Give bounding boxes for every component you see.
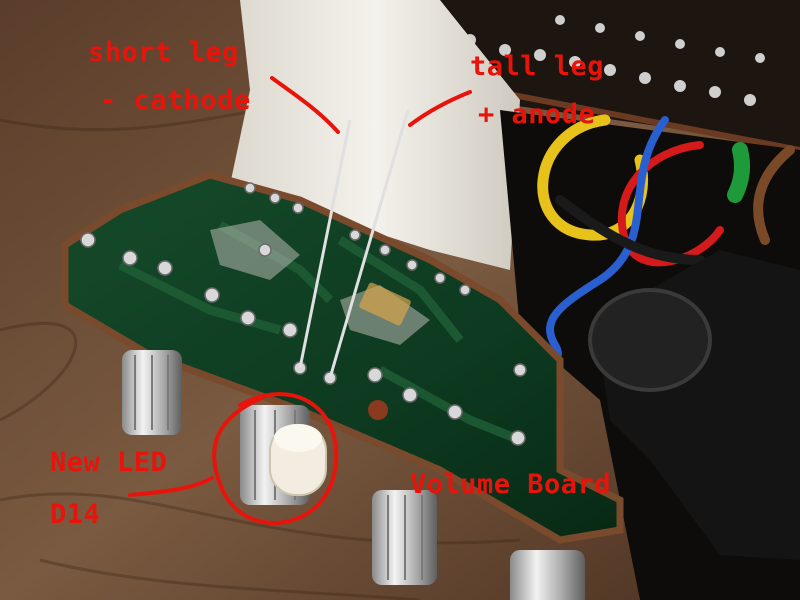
led-circle (212, 392, 339, 525)
label-anode: + anode (478, 99, 596, 130)
label-tall-leg: tall leg (470, 51, 605, 82)
pcb-orange-pad (368, 400, 388, 420)
label-short-leg: short leg (88, 37, 239, 68)
wire-black (555, 195, 705, 265)
led-tall-leg (328, 109, 410, 379)
label-cathode: - cathode (100, 85, 251, 116)
pointer-tall-leg (408, 90, 472, 127)
wire-green (727, 142, 751, 203)
label-new-led: New LED (50, 447, 168, 478)
pointer-short-leg (270, 76, 340, 134)
pcb-pad-large-1 (210, 220, 300, 280)
annotation-marks (128, 76, 472, 525)
led-short-leg (298, 119, 352, 369)
new-led-d14 (269, 424, 327, 496)
label-d14: D14 (50, 499, 101, 530)
wire-brown (753, 145, 795, 245)
smd-component (359, 282, 411, 326)
label-volume-board: Volume Board (410, 469, 612, 500)
top-board-solder-pins (464, 15, 765, 106)
jack-connector-ring (588, 288, 712, 392)
pointer-new-led (128, 476, 214, 497)
